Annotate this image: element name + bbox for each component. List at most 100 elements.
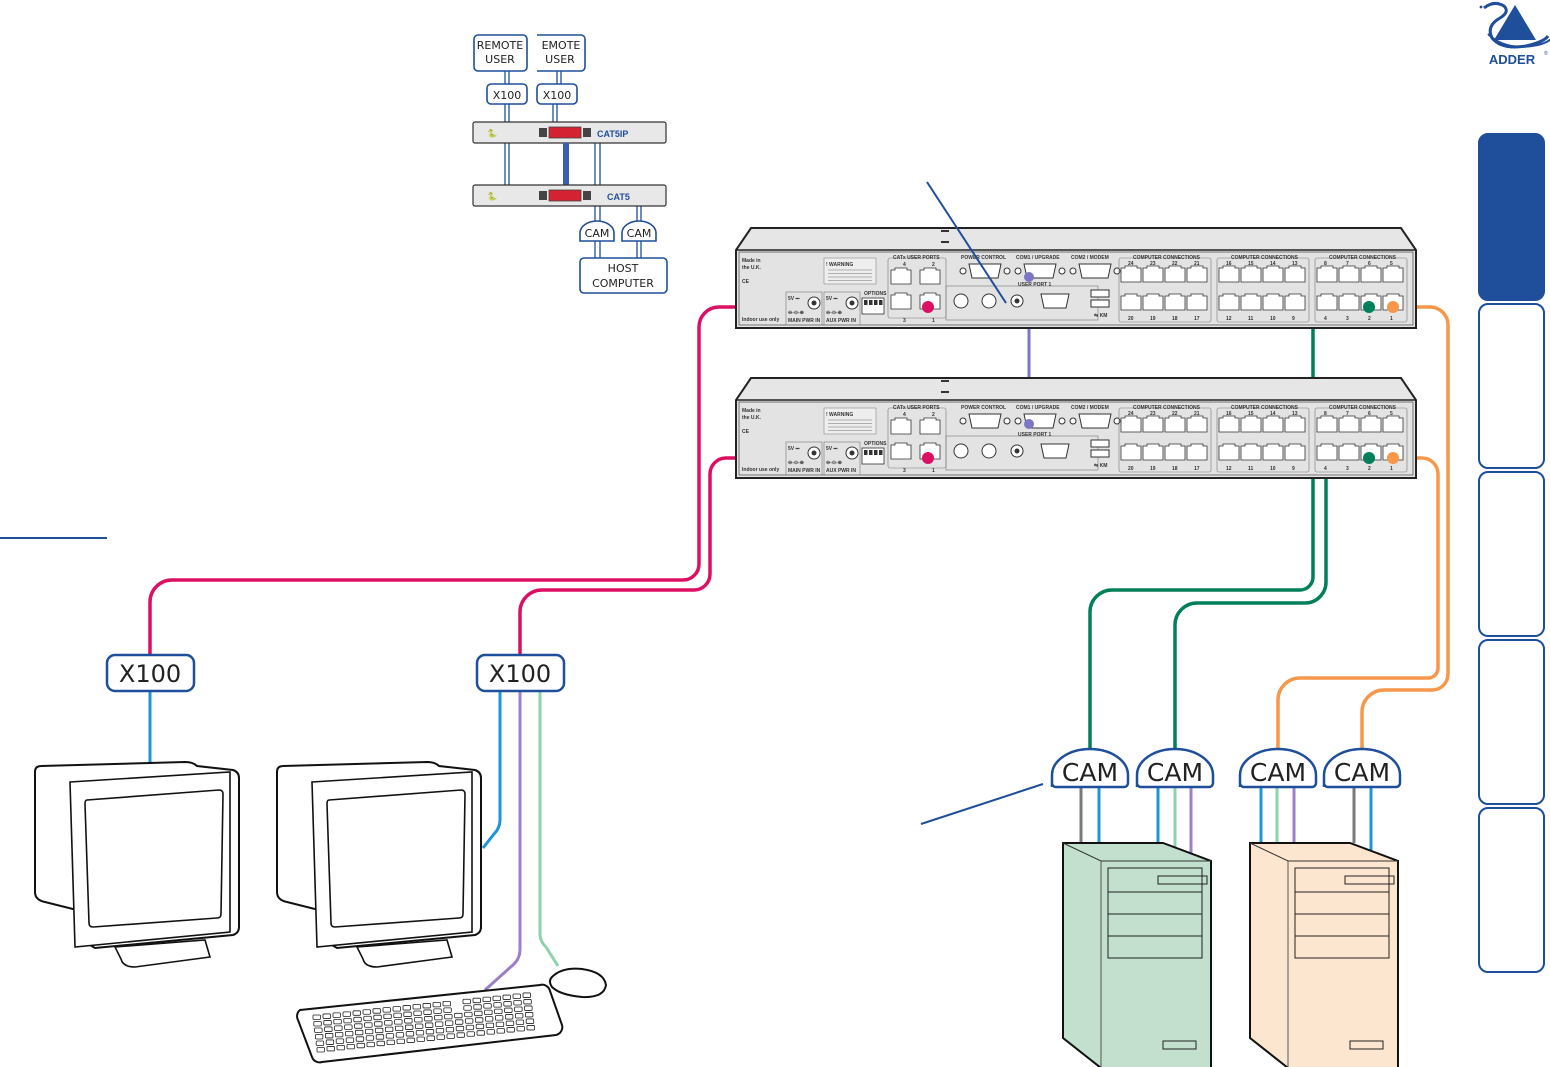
- keyboard-key: [362, 1009, 371, 1015]
- computer-port[interactable]: [1120, 265, 1142, 283]
- computer-port[interactable]: [1284, 443, 1306, 461]
- com2-modem-port[interactable]: [1078, 263, 1112, 279]
- computer-port[interactable]: [1164, 293, 1186, 311]
- computer-port[interactable]: [1186, 443, 1208, 461]
- computer-port[interactable]: [1186, 415, 1208, 433]
- computer-port[interactable]: [1164, 415, 1186, 433]
- computer-port[interactable]: [1316, 265, 1338, 283]
- computer-port-number: 24: [1128, 411, 1134, 417]
- ps2-keyboard-port[interactable]: [981, 293, 997, 309]
- computer-port[interactable]: [1218, 443, 1240, 461]
- computer-port[interactable]: [1284, 265, 1306, 283]
- ps2-keyboard-port[interactable]: [981, 443, 997, 459]
- computer-port[interactable]: [1218, 265, 1240, 283]
- computer-port[interactable]: [1142, 265, 1164, 283]
- com2-modem-port[interactable]: [1078, 413, 1112, 429]
- computer-port[interactable]: [1338, 265, 1360, 283]
- side-tab-2[interactable]: [1478, 303, 1545, 469]
- computer-port[interactable]: [1164, 265, 1186, 283]
- computer-port-number: 10: [1270, 466, 1276, 472]
- inset-diagram: REMOTE USER EMOTE USER X100 X100: [472, 34, 668, 294]
- computer-port[interactable]: [1240, 293, 1262, 311]
- computer-port[interactable]: [1186, 265, 1208, 283]
- keyboard-key: [364, 1028, 374, 1035]
- user-port[interactable]: [919, 417, 941, 435]
- keyboard-key: [442, 1000, 451, 1007]
- usb-port[interactable]: [1090, 439, 1110, 448]
- computer-port[interactable]: [1360, 415, 1382, 433]
- keyboard-key: [356, 1042, 365, 1049]
- vga-port[interactable]: [1040, 293, 1070, 309]
- user-port[interactable]: [890, 267, 912, 285]
- computer-port[interactable]: [1142, 443, 1164, 461]
- computer-port[interactable]: [1142, 293, 1164, 311]
- computer-port[interactable]: [1338, 293, 1360, 311]
- computer-port[interactable]: [1360, 265, 1382, 283]
- computer-port[interactable]: [1240, 415, 1262, 433]
- computer-port[interactable]: [1284, 415, 1306, 433]
- adder-snake-icon: [1479, 1, 1550, 49]
- computer-port[interactable]: [1164, 443, 1186, 461]
- keyboard-key: [394, 1025, 404, 1031]
- computer-port[interactable]: [1120, 415, 1142, 433]
- keyboard-key: [494, 1015, 504, 1021]
- computer-port[interactable]: [1338, 443, 1360, 461]
- keyboard-key: [412, 1004, 421, 1010]
- computer-port[interactable]: [1284, 293, 1306, 311]
- keyboard-key: [464, 1018, 474, 1024]
- keyboard-key: [346, 1043, 355, 1050]
- computer-port[interactable]: [1186, 293, 1208, 311]
- green-link-cables: [1088, 305, 1372, 758]
- keyboard-key: [455, 1025, 465, 1032]
- computer-port-number: 13: [1292, 411, 1298, 417]
- computer-port[interactable]: [1316, 443, 1338, 461]
- user-port[interactable]: [919, 267, 941, 285]
- keyboard-key: [312, 1014, 321, 1020]
- usb-port[interactable]: [1090, 289, 1110, 298]
- computer-port[interactable]: [1218, 293, 1240, 311]
- computer-port[interactable]: [1218, 415, 1240, 433]
- computer-port[interactable]: [1240, 443, 1262, 461]
- ps2-mouse-port[interactable]: [953, 293, 969, 309]
- svg-text:X100: X100: [119, 660, 181, 688]
- computer-port[interactable]: [1120, 293, 1142, 311]
- keyboard-key: [495, 1021, 505, 1027]
- computer-port-number: 1: [1390, 466, 1393, 472]
- side-tab-4[interactable]: [1478, 639, 1545, 805]
- computer-port-number: 20: [1128, 316, 1134, 322]
- keyboard-key: [376, 1040, 385, 1047]
- computer-port[interactable]: [1262, 443, 1284, 461]
- side-tab-3[interactable]: [1478, 471, 1545, 637]
- user-port[interactable]: [890, 442, 912, 460]
- cam-module-4: CAM: [1322, 747, 1402, 789]
- user-port[interactable]: [890, 292, 912, 310]
- ps2-mouse-port[interactable]: [953, 443, 969, 459]
- computer-port[interactable]: [1262, 265, 1284, 283]
- power-control-port[interactable]: [968, 413, 1002, 429]
- usb-port[interactable]: [1090, 299, 1110, 308]
- computer-port[interactable]: [1120, 443, 1142, 461]
- keyboard-key: [413, 1010, 422, 1016]
- computer-port[interactable]: [1316, 293, 1338, 311]
- cam-label: CAM: [1334, 758, 1390, 787]
- made-in-label: the U.K.: [742, 415, 762, 421]
- catx-user-ports-label: CATx USER PORTS: [893, 255, 940, 261]
- cam-module-2: CAM: [1135, 747, 1215, 789]
- side-tab-5[interactable]: [1478, 807, 1545, 973]
- computer-port[interactable]: [1142, 415, 1164, 433]
- computer-port[interactable]: [1240, 265, 1262, 283]
- computer-port-number: 8: [1324, 411, 1327, 417]
- keyboard-key: [354, 1023, 363, 1029]
- computer-port[interactable]: [1262, 415, 1284, 433]
- side-tab-1[interactable]: [1478, 133, 1545, 301]
- svg-text:COMPUTER: COMPUTER: [592, 277, 654, 290]
- usb-port[interactable]: [1090, 449, 1110, 458]
- computer-port-number: 18: [1172, 316, 1178, 322]
- computer-port[interactable]: [1382, 415, 1404, 433]
- computer-port[interactable]: [1316, 415, 1338, 433]
- vga-port[interactable]: [1040, 443, 1070, 459]
- user-port[interactable]: [890, 417, 912, 435]
- computer-port[interactable]: [1338, 415, 1360, 433]
- computer-port[interactable]: [1262, 293, 1284, 311]
- computer-port[interactable]: [1382, 265, 1404, 283]
